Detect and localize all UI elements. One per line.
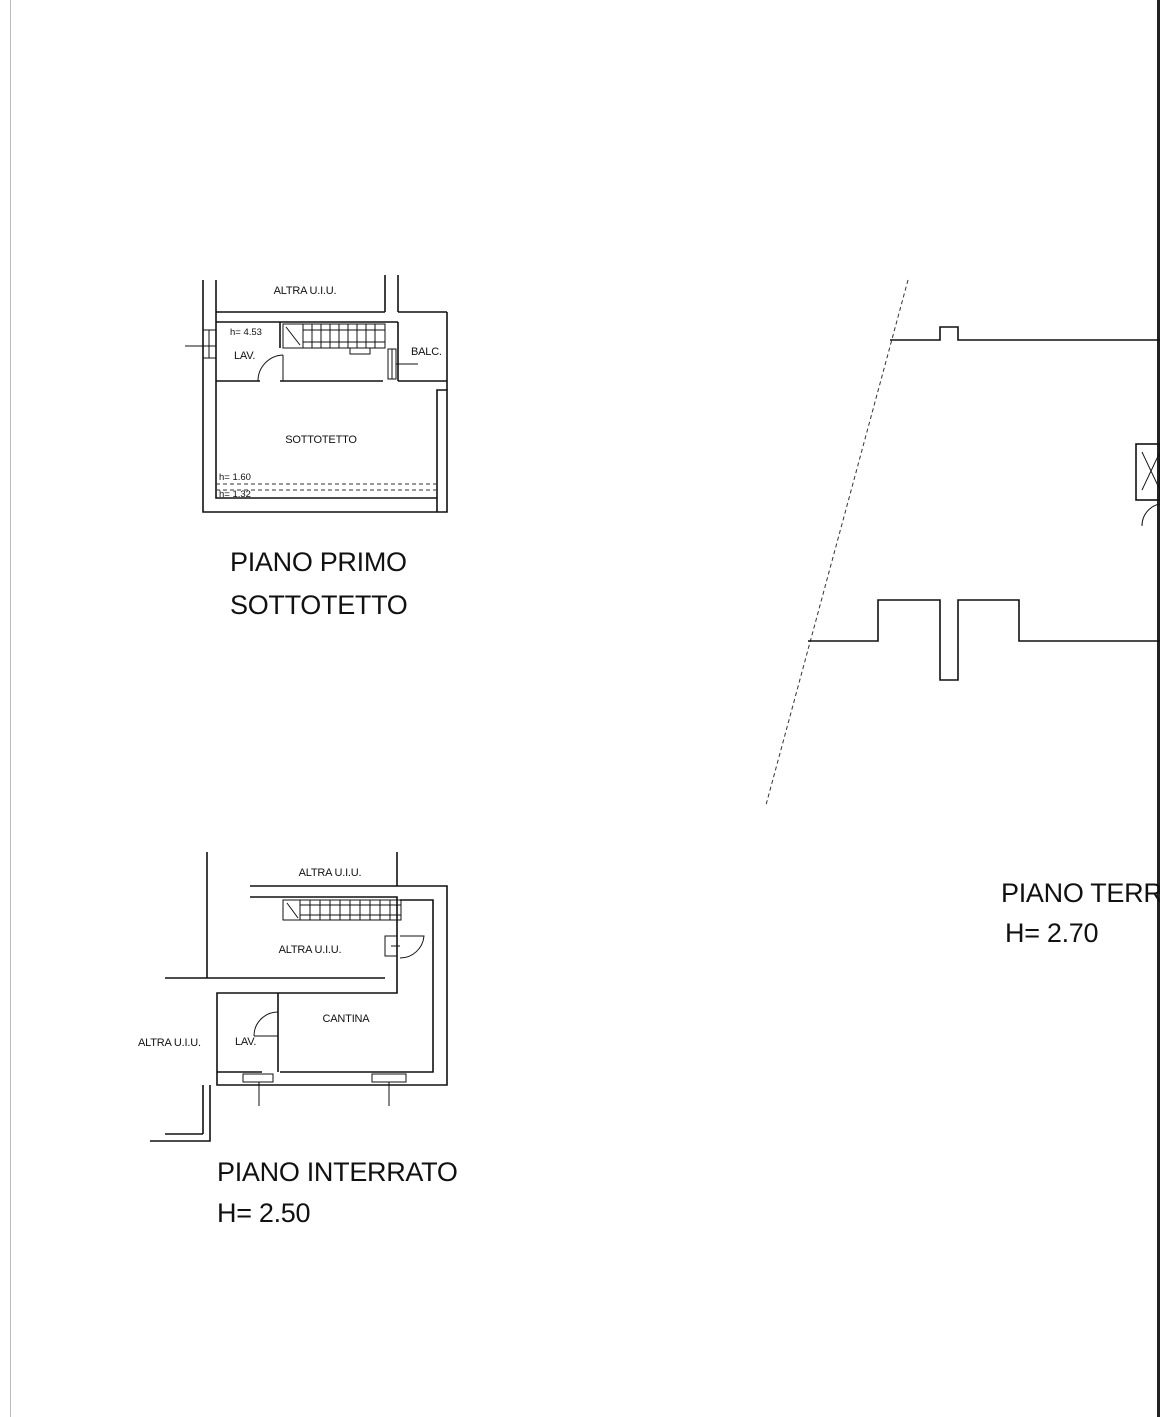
piano-interrato-height: H= 2.50 (217, 1198, 310, 1228)
interrato-window-left (242, 1073, 274, 1083)
room-label-lav: LAV. (234, 350, 255, 362)
plan-piano-terra: PIANO TERR H= 2.70 (765, 279, 1160, 948)
piano-terra-door-swing (1141, 503, 1160, 527)
piano-interrato-title: PIANO INTERRATO (217, 1157, 458, 1187)
interrato-bottom-left-wall (150, 1085, 211, 1142)
property-boundary-dashed (765, 279, 909, 806)
piano-terra-height: H= 2.70 (1005, 918, 1098, 948)
piano-terra-top-wall (890, 326, 1160, 341)
staircase-interrato (282, 899, 402, 921)
piano-terra-title: PIANO TERR (1001, 878, 1160, 908)
room-label-sottotetto: SOTTOTETTO (285, 434, 357, 446)
height-label-132: h= 1.32 (219, 489, 251, 500)
interrato-outer-wall (216, 885, 448, 1086)
piano-primo-title: PIANO PRIMO (230, 547, 407, 577)
interrato-stair-door-swing (399, 935, 425, 959)
piano-terra-window-cross-b (1141, 451, 1160, 491)
scan-left-edge (10, 0, 11, 1417)
room-label-balc: BALC. (411, 346, 442, 358)
lav-door-swing (257, 354, 284, 382)
piano-primo-subtitle: SOTTOTETTO (230, 590, 408, 620)
height-label-453: h= 4.53 (230, 327, 262, 338)
room-label-altra-uiu-mid: ALTRA U.I.U. (279, 944, 342, 956)
plan-piano-primo: ALTRA U.I.U. LAV. BALC. SOTTOTETTO h= 4.… (185, 275, 448, 620)
scan-right-edge (1157, 0, 1160, 1417)
height-label-160: h= 1.60 (219, 472, 251, 483)
piano-terra-window (1135, 443, 1160, 501)
interrato-lav-door-swing (253, 1011, 279, 1037)
staircase (282, 323, 386, 355)
interrato-inner-right-wall (280, 899, 434, 1073)
interrato-window-right (371, 1073, 407, 1083)
plan-piano-interrato: ALTRA U.I.U. ALTRA U.I.U. ALTRA U.I.U. C… (138, 852, 458, 1228)
room-label-altra-uiu-left: ALTRA U.I.U. (138, 1037, 201, 1049)
room-label-lav-interrato: LAV. (235, 1036, 256, 1048)
piano-primo-outer-wall (202, 280, 448, 513)
room-label-cantina: CANTINA (323, 1013, 371, 1025)
room-label-altra-uiu-top: ALTRA U.I.U. (299, 867, 362, 879)
piano-terra-bottom-wall (808, 599, 1160, 681)
room-label-altra-uiu: ALTRA U.I.U. (274, 285, 337, 297)
